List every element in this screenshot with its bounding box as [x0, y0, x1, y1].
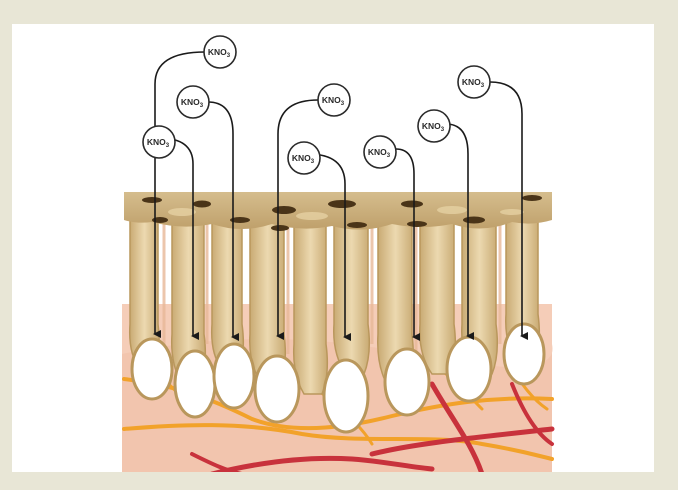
cell-bulb [385, 349, 429, 415]
cell-bulb [447, 337, 491, 401]
kno3-molecule: KNO3 [204, 36, 236, 68]
molecule-label: KNO [322, 95, 341, 105]
epithelial-cell [334, 214, 370, 374]
kno3-molecule: KNO3 [458, 66, 490, 98]
surface-highlight [437, 206, 467, 214]
pore [271, 225, 289, 231]
pore [272, 206, 296, 214]
pore [328, 200, 356, 208]
cell-bulb [504, 324, 544, 384]
pore [463, 217, 485, 224]
cell-bulb [132, 339, 172, 399]
kno3-molecule: KNO3 [177, 86, 209, 118]
surface-highlight [168, 208, 196, 216]
epithelium-top-layer [124, 192, 552, 231]
pore [347, 222, 367, 228]
cell-bulb [324, 360, 368, 432]
molecule-label: KNO [208, 47, 227, 57]
olfactory-epithelium-diagram: KNO3 KNO3 KNO3 KNO3 KNO3 KNO3 [12, 24, 654, 472]
kno3-molecule: KNO3 [364, 136, 396, 168]
kno3-molecule: KNO3 [418, 110, 450, 142]
pore [193, 201, 211, 208]
cell-bulb [214, 344, 254, 408]
molecule-label: KNO [292, 153, 311, 163]
surface-highlight [296, 212, 328, 220]
molecules: KNO3 KNO3 KNO3 KNO3 KNO3 KNO3 [143, 36, 490, 174]
molecule-label: KNO [368, 147, 387, 157]
kno3-molecule: KNO3 [288, 142, 320, 174]
surface-highlight [500, 209, 524, 215]
figure-frame: KNO3 KNO3 KNO3 KNO3 KNO3 KNO3 [12, 24, 654, 472]
cell-bulb [175, 351, 215, 417]
cell-bulb [255, 356, 299, 422]
pore [522, 195, 542, 201]
pore [407, 221, 427, 227]
molecule-label: KNO [147, 137, 166, 147]
kno3-molecule: KNO3 [143, 126, 175, 158]
molecule-label: KNO [462, 77, 481, 87]
molecule-label: KNO [181, 97, 200, 107]
molecule-label: KNO [422, 121, 441, 131]
epithelial-cell [294, 214, 328, 394]
kno3-molecule: KNO3 [318, 84, 350, 116]
pore [401, 201, 423, 208]
pore [142, 197, 162, 203]
